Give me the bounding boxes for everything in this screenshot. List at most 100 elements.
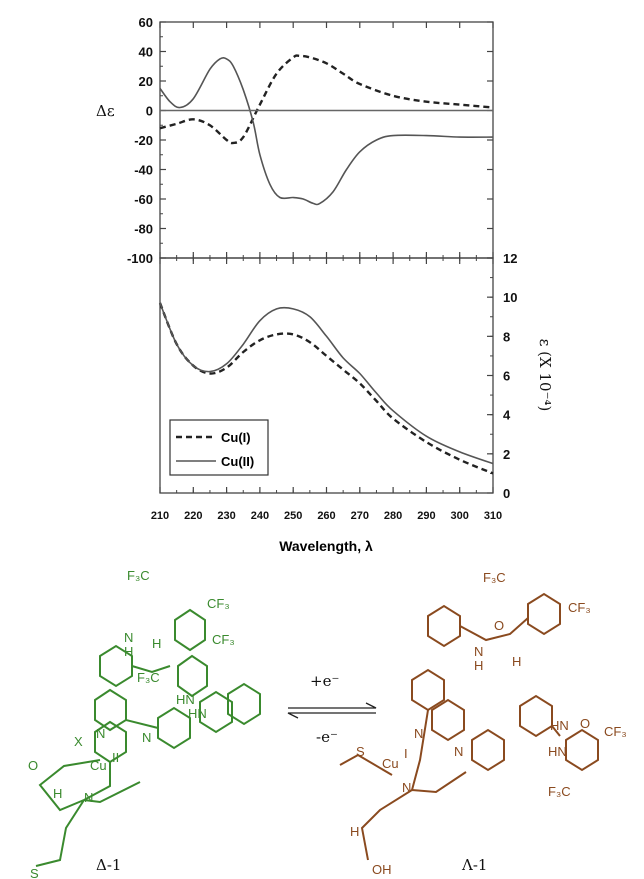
n-atom-3: N xyxy=(402,780,411,795)
amide-h-2: H xyxy=(152,636,161,651)
cd-series-cu1 xyxy=(159,54,494,145)
legend: Cu(I) Cu(II) xyxy=(169,419,269,476)
arrow-oxidize-label: -e⁻ xyxy=(316,728,338,746)
cf3-aryl-ring-1 xyxy=(527,592,561,636)
o-atom: O xyxy=(28,758,38,773)
lambda-1-atoms: F₃C CF₃ CF₃ F₃C O O N H H HN HN N N N S … xyxy=(350,570,627,877)
x-tick-label: 310 xyxy=(484,510,502,522)
cd-y-tick-label: -60 xyxy=(134,192,153,207)
h-atom: H xyxy=(350,824,359,839)
amide-h-2: H xyxy=(512,654,521,669)
cd-series-cu2 xyxy=(159,56,494,206)
phenyl-ring xyxy=(99,644,133,688)
cd-y-tick-label: -100 xyxy=(127,251,153,266)
amide-hn-3: HN xyxy=(176,692,195,707)
x-tick-label: 290 xyxy=(417,510,435,522)
cd-y-tick-label: -40 xyxy=(134,163,153,178)
cf3-label-2: CF₃ xyxy=(212,632,235,647)
cd-y-tick-label: -20 xyxy=(134,133,153,148)
cd-y-tick-label: 0 xyxy=(146,104,153,119)
quinoline-ring-c xyxy=(471,728,505,772)
uv-series-cu2 xyxy=(159,302,494,465)
cd-y-tick-label: -80 xyxy=(134,222,153,237)
reverse-arrow xyxy=(287,712,376,719)
cf3-label-2: CF₃ xyxy=(604,724,627,739)
x-tick-label: 270 xyxy=(351,510,369,522)
quinoline-ring-d xyxy=(199,690,233,734)
uv-y-tick-label: 12 xyxy=(503,251,517,266)
uv-y-tick-label: 4 xyxy=(503,408,511,423)
lambda-1-label: Λ-1 xyxy=(461,856,487,874)
x-tick-label: 300 xyxy=(451,510,469,522)
x-tick-label: 250 xyxy=(284,510,302,522)
cu-oxidation: II xyxy=(112,750,119,765)
uv-y-label: ε (X 10⁻⁴) xyxy=(536,339,554,412)
legend-label-cu1: Cu(I) xyxy=(221,430,251,445)
x-ticks: 210 220 230 240 250 260 270 280 290 300 310 xyxy=(151,22,502,522)
x-tick-label: 230 xyxy=(217,510,235,522)
x-tick-label: 220 xyxy=(184,510,202,522)
bonds xyxy=(339,617,561,861)
cd-y-label: Δε xyxy=(96,102,115,120)
delta-1-atoms: F₃C CF₃ CF₃ F₃C N H H HN HN X N N N O Cu… xyxy=(28,568,235,879)
cd-plot-frame xyxy=(159,21,494,259)
cd-y-tick-label: 60 xyxy=(139,15,153,30)
x-tick-label: 260 xyxy=(317,510,335,522)
lambda-1-complex xyxy=(339,592,599,861)
quinoline-ring-b xyxy=(431,698,465,742)
uv-y-tick-label: 10 xyxy=(503,290,517,305)
amide-n-1: N xyxy=(124,630,133,645)
f3c-label-1: F₃C xyxy=(127,568,150,583)
uv-y-tick-label: 0 xyxy=(503,486,510,501)
amide-n-1: N xyxy=(474,644,483,659)
x-ligand: X xyxy=(74,734,83,749)
n-atom-1: N xyxy=(414,726,423,741)
cd-series xyxy=(159,54,494,206)
quinoline-ring-a xyxy=(411,668,445,712)
urea-o-1: O xyxy=(494,618,504,633)
urea-o-2: O xyxy=(580,716,590,731)
redox-scheme: F₃C CF₃ CF₃ F₃C N H H HN HN X N N N O Cu… xyxy=(28,568,627,879)
amide-h-1: H xyxy=(124,644,133,659)
legend-label-cu2: Cu(II) xyxy=(221,454,254,469)
f3c-label-2: F₃C xyxy=(137,670,160,685)
cf3-aryl-ring-2 xyxy=(565,728,599,772)
amide-hn-3: HN xyxy=(550,718,569,733)
oh-group: OH xyxy=(372,862,392,877)
amide-hn-4: HN xyxy=(188,706,207,721)
phenyl-ring-2 xyxy=(519,694,553,738)
cd-y-tick-label: 20 xyxy=(139,74,153,89)
quinoline-ring-a xyxy=(94,688,127,732)
bonds xyxy=(35,665,171,867)
uv-series xyxy=(158,302,494,475)
cu-atom: Cu xyxy=(382,756,399,771)
x-tick-label: 210 xyxy=(151,510,169,522)
quinoline-ring-c xyxy=(157,706,191,750)
x-tick-label: 280 xyxy=(384,510,402,522)
cu-atom: Cu xyxy=(90,758,107,773)
f3c-label-2: F₃C xyxy=(548,784,571,799)
x-tick-label: 240 xyxy=(251,510,269,522)
phenyl-ring-2 xyxy=(227,682,261,726)
n-atom-1: N xyxy=(96,726,105,741)
s-atom: S xyxy=(30,866,39,879)
n-atom-2: N xyxy=(142,730,151,745)
uv-series-cu1 xyxy=(158,302,494,475)
cf3-label-1: CF₃ xyxy=(568,600,591,615)
cf3-aryl-ring-1 xyxy=(174,608,206,652)
delta-1-label: Δ-1 xyxy=(96,856,121,874)
uv-y-tick-label: 8 xyxy=(503,329,510,344)
h-atom: H xyxy=(53,786,62,801)
quinoline-ring-b xyxy=(94,720,127,764)
amide-h-1: H xyxy=(474,658,483,673)
cf3-label-1: CF₃ xyxy=(207,596,230,611)
arrow-reduce-label: +e⁻ xyxy=(310,672,339,690)
cu-oxidation: I xyxy=(404,746,408,761)
phenyl-ring xyxy=(427,604,461,648)
uv-y-tick-label: 6 xyxy=(503,369,510,384)
